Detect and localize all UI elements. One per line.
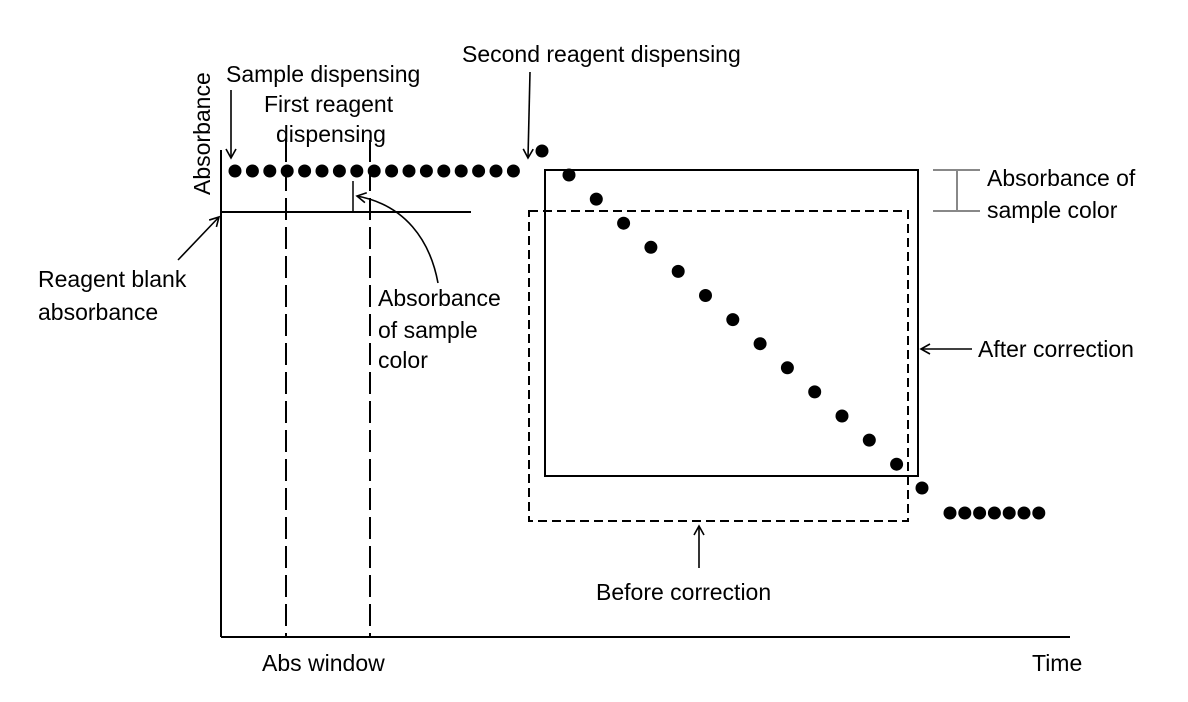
flat-phase-point [472, 164, 486, 178]
sample-dispensing-label: Sample dispensing [226, 61, 420, 87]
reagent-blank-label-line2: absorbance [38, 299, 158, 325]
flat-phase-point [245, 164, 259, 178]
final-plateau-point [1032, 506, 1046, 520]
flat-phase-point [367, 164, 381, 178]
decline-point [915, 481, 929, 495]
decline-point [699, 289, 712, 302]
x-axis-label: Time [1032, 650, 1082, 676]
abs-sample-color-mid-line1: Absorbance [378, 285, 501, 311]
flat-phase-point [350, 164, 364, 178]
final-plateau-point [1017, 506, 1031, 520]
decline-point [562, 168, 576, 182]
decline-point [780, 361, 794, 375]
decline-point [671, 264, 685, 278]
abs-sample-color-mid-arrow [355, 191, 439, 284]
decline-point [862, 433, 876, 447]
second-reagent-arrow [522, 71, 534, 160]
after-correction-label: After correction [978, 336, 1134, 362]
flat-phase-point [385, 164, 399, 178]
abs-sample-color-mid-line3: color [378, 347, 428, 373]
first-reagent-label-line1: First reagent [264, 91, 394, 117]
spike-point [535, 144, 549, 158]
first-reagent-label-line2: dispensing [276, 121, 386, 147]
absorbance-points [228, 144, 1046, 520]
decline-point [890, 457, 904, 471]
flat-phase-point [506, 164, 520, 178]
y-axis-label: Absorbance [189, 72, 215, 195]
flat-phase-point [298, 164, 312, 178]
sample-color-bracket [933, 169, 980, 212]
before-correction-box [528, 210, 909, 522]
flat-phase-point [263, 164, 277, 178]
final-plateau-point [1002, 506, 1016, 520]
flat-phase-point [228, 164, 242, 178]
flat-phase-point [419, 164, 433, 178]
flat-phase-point [332, 164, 346, 178]
flat-phase-point [315, 164, 329, 178]
decline-point [835, 409, 849, 423]
abs-sample-color-right-line1: Absorbance of [987, 165, 1136, 191]
final-plateau-point [973, 506, 987, 520]
abs-window-label: Abs window [262, 650, 385, 676]
decline-point [753, 337, 767, 351]
decline-point [617, 216, 631, 230]
reagent-blank-label-line1: Reagent blank [38, 266, 187, 292]
decline-point [644, 240, 658, 254]
final-plateau-point [958, 506, 972, 520]
flat-phase-point [402, 164, 416, 178]
second-reagent-label: Second reagent dispensing [462, 41, 741, 67]
final-plateau-point [943, 506, 957, 520]
flat-phase-point [489, 164, 503, 178]
final-plateau-point [987, 506, 1001, 520]
decline-point [726, 313, 740, 327]
after-correction-box [544, 169, 919, 477]
flat-phase-point [454, 164, 468, 178]
flat-phase-point [437, 164, 451, 178]
decline-point [589, 192, 603, 206]
abs-sample-color-right-line2: sample color [987, 197, 1118, 223]
reagent-blank-arrow [177, 215, 221, 261]
decline-point [808, 385, 822, 399]
before-correction-label: Before correction [596, 579, 771, 605]
flat-phase-point [280, 164, 294, 178]
abs-sample-color-mid-line2: of sample [378, 317, 478, 343]
